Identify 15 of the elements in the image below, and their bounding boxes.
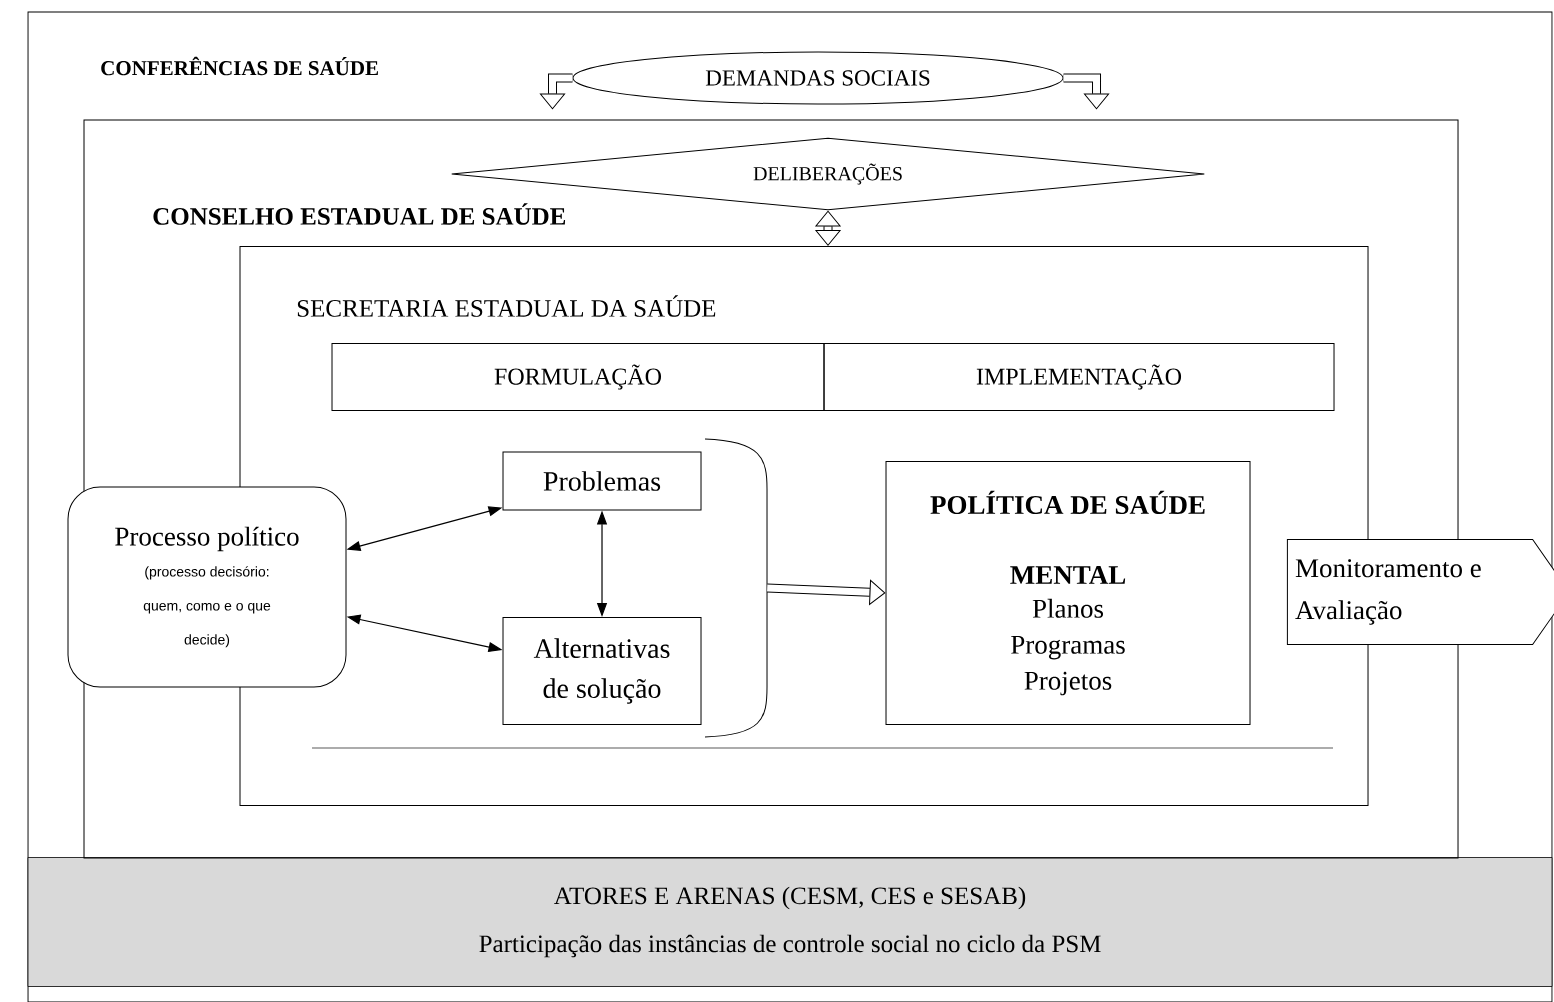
rounded-box: Processo político (processo decisório: quem, como e o que decide) [67,486,347,688]
box-heading: CONFERÊNCIAS DE SAÚDE [101,56,378,76]
process-box: Problemas [502,451,702,511]
arrow [767,579,886,605]
arrow [1063,73,1110,110]
process-box: Alternativas de solução [502,617,702,725]
band-box: ATORES E ARENAS (CESM, CES e SESAB) Participação das instâncias de controle social no ciclo da PSM [27,857,1553,987]
table-cell: FORMULAÇÃO [331,343,825,411]
policy-box: POLÍTICA DE SAÚDE MENTAL Planos Programas Projetos [885,461,1251,725]
arrow [815,210,841,246]
box-heading: SECRETARIA ESTADUAL DA SAÚDE [297,295,716,317]
node-label: Monitoramento e Avaliação [1295,559,1481,625]
bracket [704,438,768,738]
arrow [539,73,573,110]
table-cell: IMPLEMENTAÇÃO [823,343,1335,411]
